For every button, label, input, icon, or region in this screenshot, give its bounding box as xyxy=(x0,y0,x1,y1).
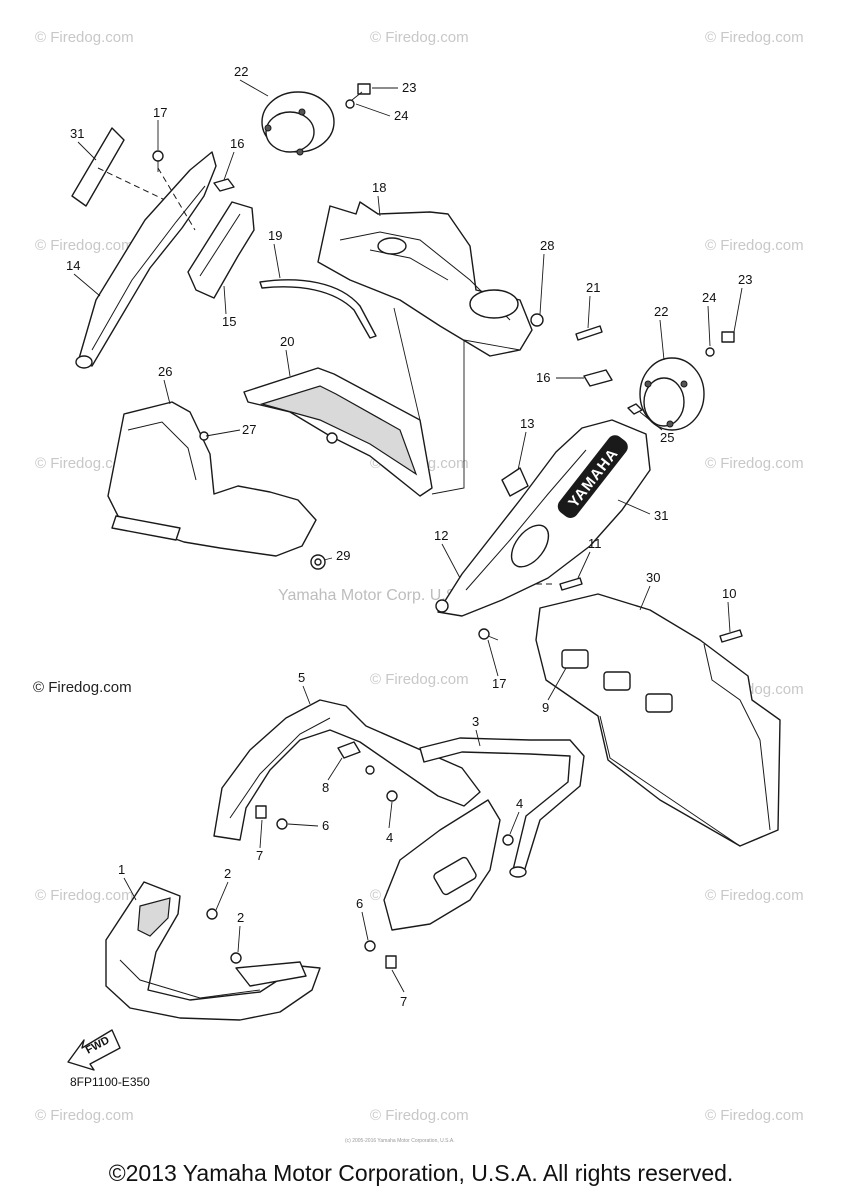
part-21-rivet xyxy=(575,325,603,341)
callout-16a: 16 xyxy=(230,136,244,151)
part-16-pad-upper xyxy=(213,178,235,192)
part-23-bolt-right xyxy=(705,331,735,357)
part-10-rivet xyxy=(719,629,743,643)
callout-6a: 6 xyxy=(322,818,329,833)
callout-20: 20 xyxy=(280,334,294,349)
callout-16b: 16 xyxy=(536,370,550,385)
callout-4b: 4 xyxy=(386,830,393,845)
callout-3: 3 xyxy=(472,714,479,729)
callout-5: 5 xyxy=(298,670,305,685)
watermark: © Firedog.com xyxy=(370,671,469,688)
part-23-bolt-upper xyxy=(345,83,371,109)
watermark: © Firedog.com xyxy=(35,1107,134,1124)
callout-17a: 17 xyxy=(153,105,167,120)
part-5-front-cover xyxy=(213,699,481,841)
callout-15: 15 xyxy=(222,314,236,329)
watermark: © Firedog.com xyxy=(35,237,134,254)
callout-24a: 24 xyxy=(394,108,408,123)
callout-14: 14 xyxy=(66,258,80,273)
part-17-bolt-lower xyxy=(478,628,499,641)
part-11-rivet xyxy=(536,577,583,591)
part-6-7-fasteners xyxy=(255,805,397,969)
part-20-mesh-bracket xyxy=(243,367,433,497)
part-14-side-cover xyxy=(75,151,217,369)
part-16-pad-right xyxy=(583,369,613,387)
part-15-bracket xyxy=(187,201,255,299)
watermark: © Firedog.com xyxy=(35,455,134,472)
part-4-bolt-middle xyxy=(386,790,514,846)
part-side-panel-lower xyxy=(383,799,501,931)
callout-labels: 1 2 2 3 4 4 5 6 6 7 7 8 9 10 11 12 13 14… xyxy=(66,64,752,1009)
callout-4a: 4 xyxy=(516,796,523,811)
callout-21: 21 xyxy=(586,280,600,295)
callout-23a: 23 xyxy=(402,80,416,95)
part-19-strip xyxy=(259,279,377,339)
part-28-clip xyxy=(530,313,544,327)
watermark-dark: © Firedog.com xyxy=(33,679,132,696)
callout-23b: 23 xyxy=(738,272,752,287)
callout-leaders xyxy=(73,79,743,993)
watermark: © Firedog.com xyxy=(705,29,804,46)
callout-7a: 7 xyxy=(256,848,263,863)
watermark: © Firedog.com xyxy=(705,887,804,904)
callout-18: 18 xyxy=(372,180,386,195)
callout-27: 27 xyxy=(242,422,256,437)
callout-7b: 7 xyxy=(400,994,407,1009)
watermark: © Firedog.com xyxy=(35,29,134,46)
part-22-ring-upper xyxy=(261,91,335,156)
callout-28: 28 xyxy=(540,238,554,253)
part-8-pad xyxy=(337,741,375,775)
callout-19: 19 xyxy=(268,228,282,243)
watermark: © Firedog.com xyxy=(705,237,804,254)
part-31-decal xyxy=(71,127,166,207)
part-25-nut xyxy=(627,403,643,415)
callout-11: 11 xyxy=(588,536,602,551)
callout-6b: 6 xyxy=(356,896,363,911)
callout-1: 1 xyxy=(118,862,125,877)
diagram-code: 8FP1100-E350 xyxy=(70,1075,150,1089)
part-26-lower-cover xyxy=(107,401,317,557)
callout-30: 30 xyxy=(646,570,660,585)
part-9-grommets xyxy=(561,649,673,713)
part-3-tube xyxy=(419,737,585,878)
callout-22a: 22 xyxy=(234,64,248,79)
callout-29: 29 xyxy=(336,548,350,563)
part-18-frame-cover xyxy=(317,201,533,357)
connection-lines xyxy=(393,307,521,495)
watermark: © Firedog.com xyxy=(705,1107,804,1124)
callout-12: 12 xyxy=(434,528,448,543)
watermark: © Firedog.com xyxy=(370,29,469,46)
watermark: © Firedog.com xyxy=(35,887,134,904)
watermark: © Firedog.com xyxy=(370,1107,469,1124)
callout-17b: 17 xyxy=(492,676,506,691)
callout-31a: 31 xyxy=(70,126,84,141)
callout-9: 9 xyxy=(542,700,549,715)
part-1-bumper xyxy=(105,881,321,1021)
callout-8: 8 xyxy=(322,780,329,795)
callout-24b: 24 xyxy=(702,290,716,305)
callout-13: 13 xyxy=(520,416,534,431)
callout-2b: 2 xyxy=(237,910,244,925)
callout-31b: 31 xyxy=(654,508,668,523)
part-30-heat-shield xyxy=(535,593,781,847)
callout-22b: 22 xyxy=(654,304,668,319)
part-17-bolt-upper xyxy=(152,150,196,231)
callout-26: 26 xyxy=(158,364,172,379)
part-29-nut xyxy=(310,554,326,570)
part-2-bolts xyxy=(206,908,242,964)
fwd-arrow: FWD xyxy=(67,1029,121,1071)
center-watermark: Yamaha Motor Corp. U.S.A xyxy=(278,587,472,604)
callout-2a: 2 xyxy=(224,866,231,881)
part-22-ring-right xyxy=(639,357,705,431)
part-12-muffler-cover: YAMAHA xyxy=(435,419,651,617)
callout-25: 25 xyxy=(660,430,674,445)
tiny-credit: (c) 2005-2016 Yamaha Motor Corporation, … xyxy=(345,1138,455,1144)
watermark: © Firedog.com xyxy=(705,455,804,472)
copyright-notice: ©2013 Yamaha Motor Corporation, U.S.A. A… xyxy=(108,1160,734,1186)
callout-10: 10 xyxy=(722,586,736,601)
